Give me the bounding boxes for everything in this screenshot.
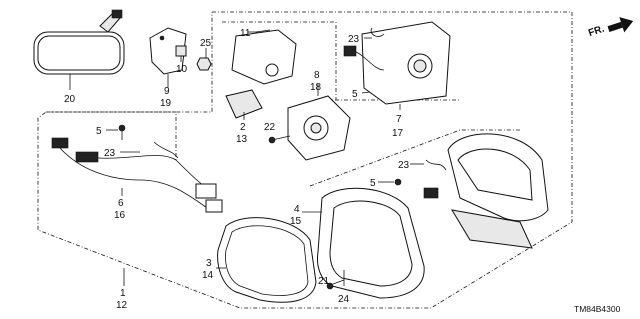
callout-13: 13 [236,134,248,145]
direction-label: FR. [587,24,606,40]
callout-labels: 11 25 10 9 19 20 23 5 7 17 8 18 2 13 22 … [64,28,410,311]
callout-16: 16 [114,210,126,221]
callout-2: 2 [240,122,246,133]
housing-cap [447,133,549,249]
callout-20: 20 [64,94,76,105]
callout-11: 11 [240,28,251,39]
mirror-cover [149,27,187,88]
housing-frame [317,187,425,299]
callout-5-top: 5 [352,89,358,100]
diagram-code: TM84B4300 [574,304,621,314]
callout-5-right: 5 [370,178,376,189]
mount-bracket [225,29,297,119]
callout-25: 25 [200,38,212,49]
callout-17: 17 [392,128,404,139]
callout-23-top: 23 [348,34,360,45]
callout-15: 15 [290,216,302,227]
mirror-base [287,95,351,161]
callout-7: 7 [396,114,402,125]
clip-part [175,45,187,62]
callout-21: 21 [318,276,330,287]
wire-harness [51,137,223,213]
callout-19: 19 [160,98,172,109]
arrow-right-icon [607,17,634,33]
callout-9: 9 [164,86,170,97]
callout-18: 18 [310,82,322,93]
callout-12: 12 [116,300,128,311]
screw-part [268,135,291,144]
callout-24: 24 [338,294,350,305]
rear-view-mirror [33,9,125,90]
power-actuator [343,21,451,105]
nut-part [196,57,212,71]
screw-left [118,124,126,140]
connector-right [394,159,447,199]
callout-10: 10 [176,64,188,75]
callout-5-left: 5 [96,126,102,137]
callout-14: 14 [202,270,214,281]
callout-22: 22 [264,122,276,133]
callout-4: 4 [294,204,300,215]
callout-3: 3 [206,258,212,269]
callout-8: 8 [314,70,320,81]
mirror-glass [217,217,317,303]
callout-1: 1 [120,288,126,299]
screws-bottom [326,270,345,290]
leader-lines [106,31,424,286]
callout-6: 6 [118,198,124,209]
callout-23-left: 23 [104,148,116,159]
callout-23-right: 23 [398,160,410,171]
direction-indicator: FR. [587,17,634,40]
